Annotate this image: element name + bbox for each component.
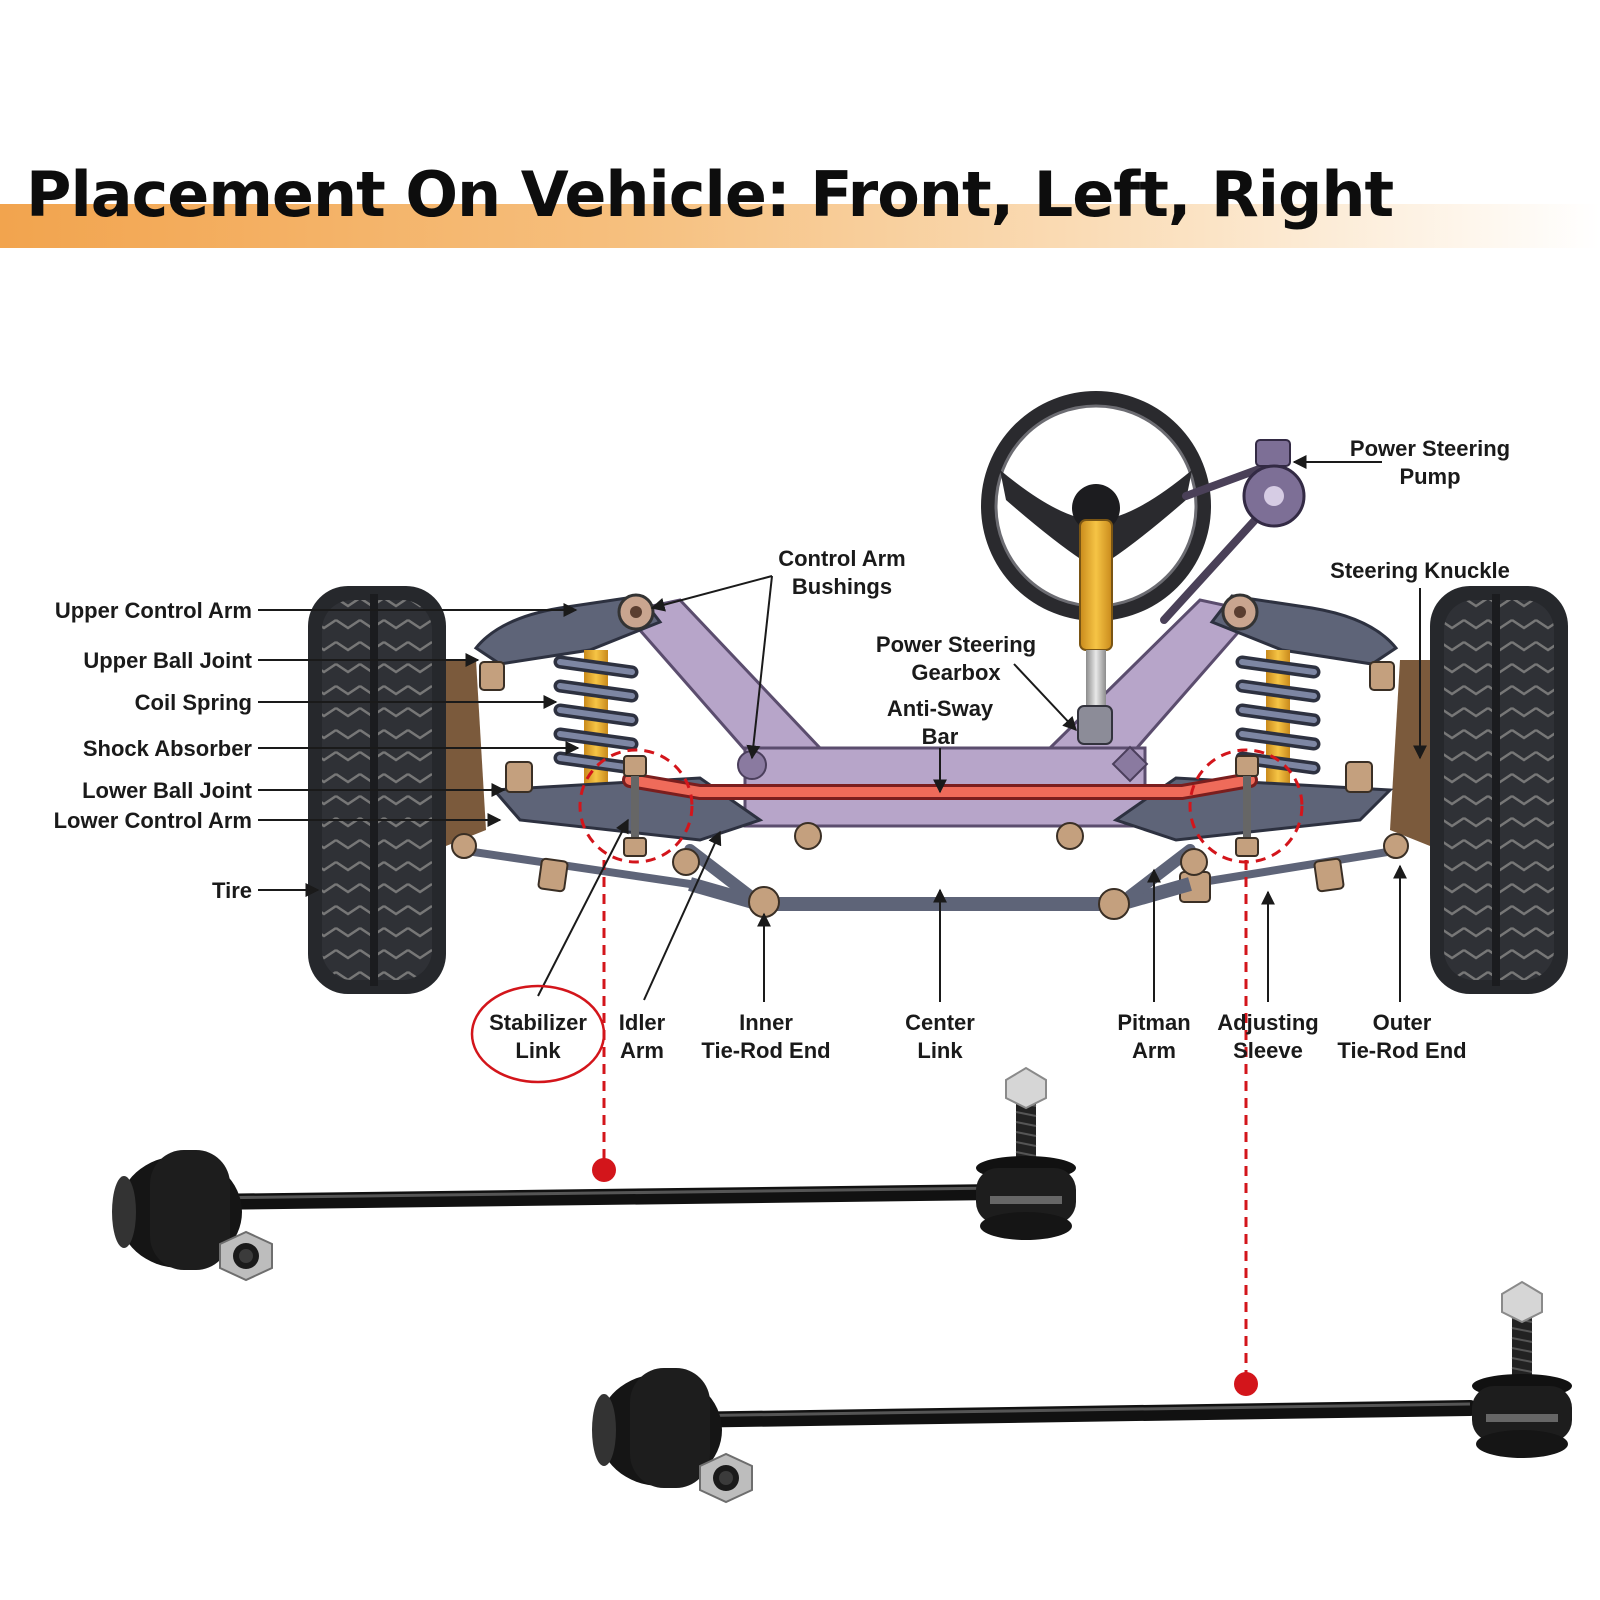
steering-linkage <box>451 833 1409 920</box>
right-tire <box>1430 586 1568 994</box>
label-shock-absorber: Shock Absorber <box>83 736 253 761</box>
label-idler-arm-2: Arm <box>620 1038 664 1063</box>
label-lower-ball-joint: Lower Ball Joint <box>82 778 253 803</box>
label-stabilizer-link-1: Stabilizer <box>489 1010 587 1035</box>
right-coil-spring <box>1235 650 1321 790</box>
left-lower-ball-joint <box>505 761 533 793</box>
label-tire: Tire <box>212 878 252 903</box>
power-steering-gearbox <box>1077 705 1113 745</box>
right-lower-ball-joint <box>1345 761 1373 793</box>
right-stabilizer-link <box>1235 755 1259 857</box>
right-stabilizer-highlight <box>1188 748 1304 1396</box>
product-stabilizer-link-2 <box>592 1280 1572 1504</box>
power-steering-pump <box>1160 439 1306 624</box>
left-stabilizer-link <box>623 755 647 857</box>
label-coil-spring: Coil Spring <box>135 690 252 715</box>
label-inner-tie-rod-end-1: Inner <box>739 1010 793 1035</box>
label-control-arm-bushings-1: Control Arm <box>778 546 906 571</box>
label-idler-arm-1: Idler <box>619 1010 666 1035</box>
right-steering-knuckle <box>1390 660 1430 846</box>
label-adjusting-sleeve-2: Sleeve <box>1233 1038 1303 1063</box>
label-center-link-2: Link <box>917 1038 963 1063</box>
label-pitman-arm-1: Pitman <box>1117 1010 1190 1035</box>
label-power-steering-gearbox-2: Gearbox <box>911 660 1001 685</box>
label-control-arm-bushings-2: Bushings <box>792 574 892 599</box>
label-steering-knuckle: Steering Knuckle <box>1330 558 1510 583</box>
label-outer-tie-rod-end-1: Outer <box>1373 1010 1432 1035</box>
label-power-steering-pump-2: Pump <box>1399 464 1460 489</box>
label-center-link-1: Center <box>905 1010 975 1035</box>
label-upper-control-arm: Upper Control Arm <box>55 598 252 623</box>
label-upper-ball-joint: Upper Ball Joint <box>83 648 252 673</box>
label-outer-tie-rod-end-2: Tie-Rod End <box>1337 1038 1466 1063</box>
left-stabilizer-highlight <box>578 748 694 1182</box>
left-upper-ball-joint <box>479 661 505 691</box>
label-inner-tie-rod-end-2: Tie-Rod End <box>701 1038 830 1063</box>
title-highlight-band <box>0 204 1600 248</box>
label-power-steering-pump-1: Power Steering <box>1350 436 1510 461</box>
label-anti-sway-bar-2: Bar <box>922 724 959 749</box>
label-lower-control-arm: Lower Control Arm <box>54 808 252 833</box>
right-upper-ball-joint <box>1369 661 1395 691</box>
label-anti-sway-bar-1: Anti-Sway <box>887 696 994 721</box>
label-adjusting-sleeve-1: Adjusting <box>1217 1010 1318 1035</box>
left-steering-knuckle <box>446 660 486 846</box>
label-power-steering-gearbox-1: Power Steering <box>876 632 1036 657</box>
product-stabilizer-link-1 <box>112 1066 1076 1282</box>
label-stabilizer-link-2: Link <box>515 1038 561 1063</box>
left-coil-spring <box>553 650 639 790</box>
stabilizer-link-label-circle <box>470 984 606 1084</box>
steering-column <box>1079 519 1113 710</box>
page-title: Placement On Vehicle: Front, Left, Right <box>26 158 1394 231</box>
label-pitman-arm-2: Arm <box>1132 1038 1176 1063</box>
left-upper-control-arm <box>473 594 663 666</box>
